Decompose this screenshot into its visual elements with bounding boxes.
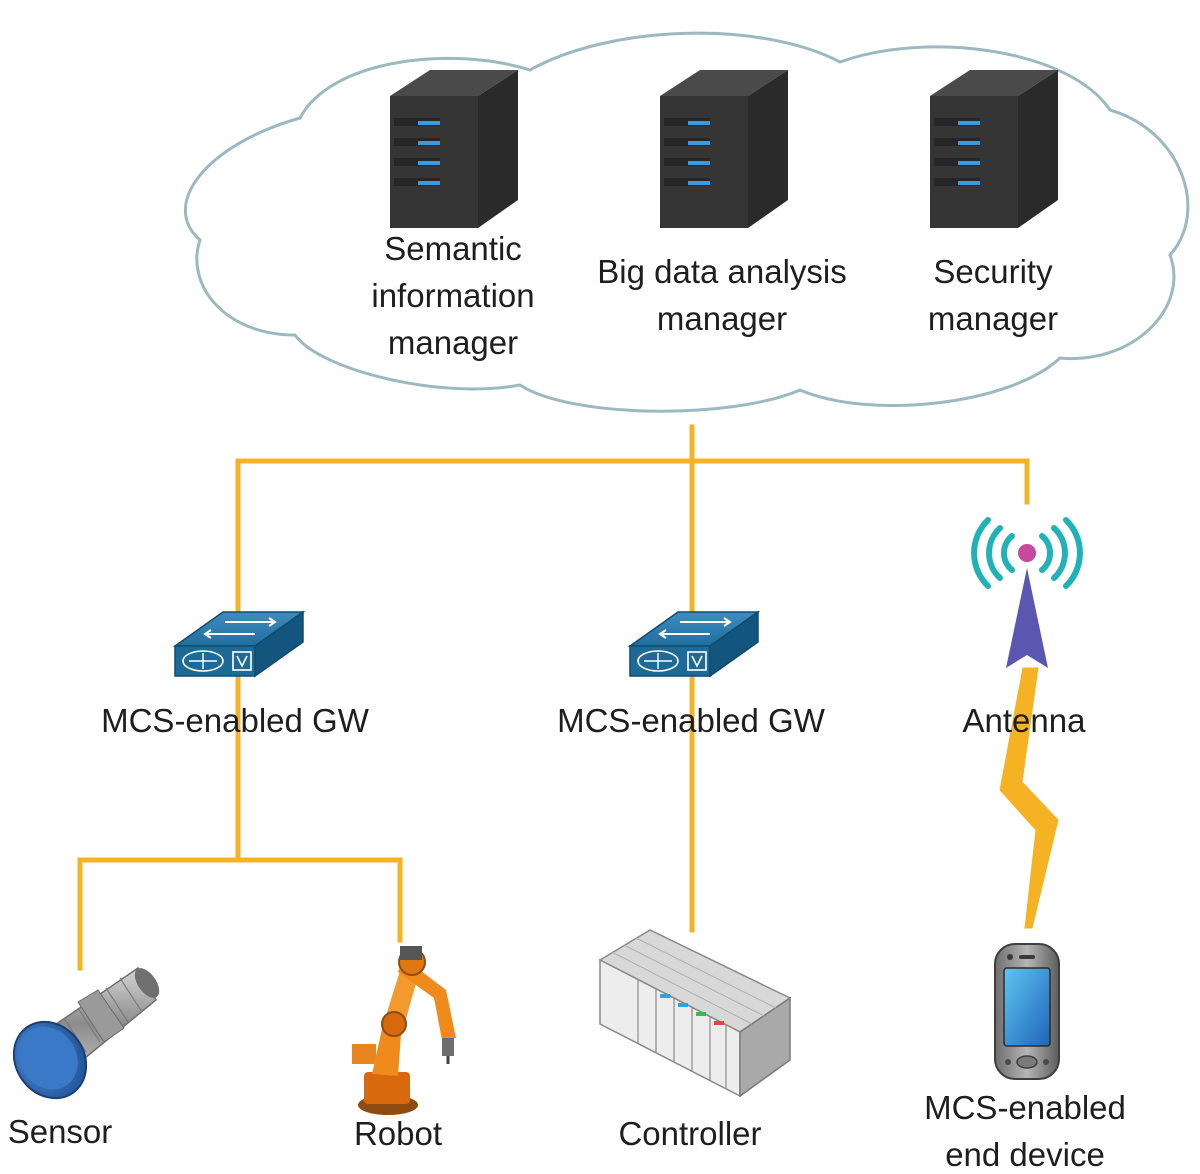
device-label-controller: Controller [618,1115,762,1152]
antenna-icon [971,517,1083,668]
device-label-robot: Robot [353,1115,443,1152]
robot-arm-icon [352,946,456,1115]
smartphone-icon [994,943,1060,1080]
server-icon [930,70,1058,228]
controller-icon [598,929,792,1098]
antenna-label: Antenna [962,702,1086,739]
sensor-icon [12,966,160,1100]
server-label-big-data-analysis-manager: Big data analysis manager [597,253,847,337]
gateway-switch-icon [172,610,306,678]
gateway-label-2: MCS-enabled GW [557,702,825,739]
gateway-switch-icon [627,610,761,678]
device-label-end-device: MCS-enabled end device [924,1089,1126,1173]
server-label-security-manager: Security manager [927,253,1059,337]
gateway-label-1: MCS-enabled GW [101,702,369,739]
server-icon [390,70,518,228]
server-icon [660,70,788,228]
device-label-sensor: Sensor [7,1113,113,1150]
wireless-link-icon [999,667,1059,929]
server-label-semantic-information-manager: Semantic information manager [371,230,535,361]
